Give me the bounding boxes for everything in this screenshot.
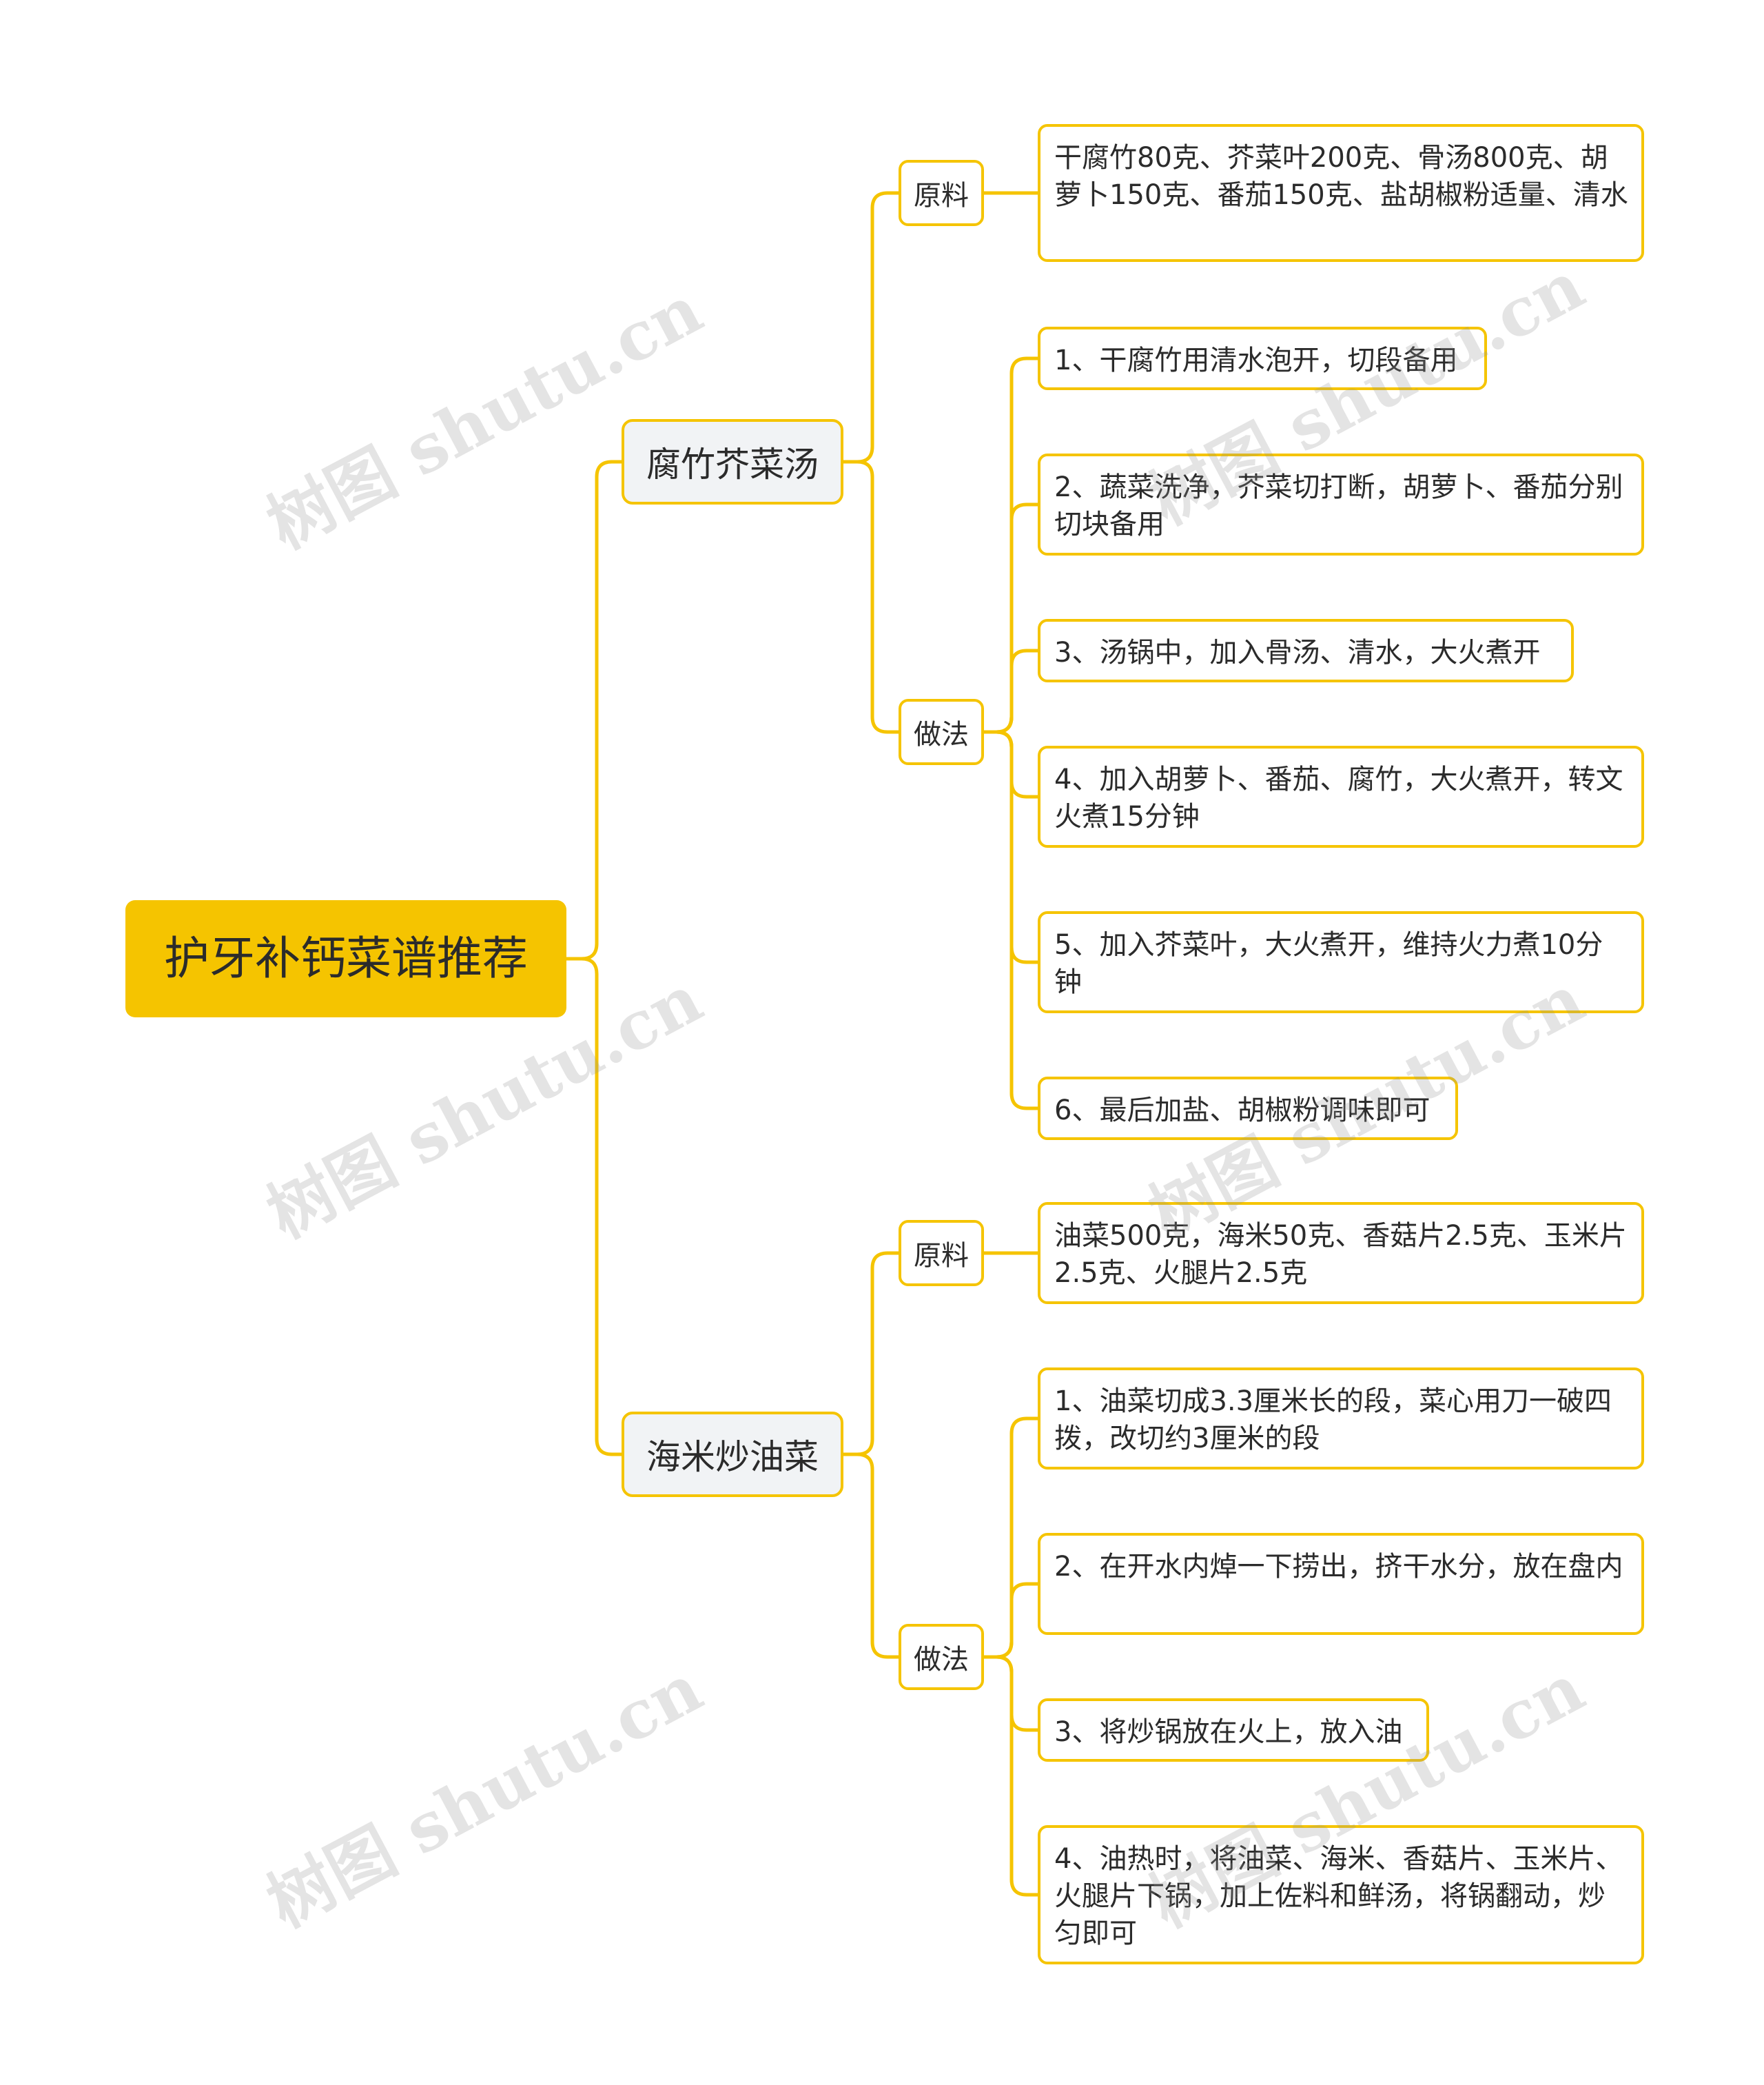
leaf-node[interactable]: 3、将炒锅放在火上，放入油 (1038, 1698, 1429, 1762)
leaf-node[interactable]: 油菜500克，海米50克、香菇片2.5克、玉米片2.5克、火腿片2.5克 (1038, 1202, 1644, 1304)
section-node-method[interactable]: 做法 (899, 1624, 984, 1690)
section-node-ingredients[interactable]: 原料 (899, 160, 984, 226)
connector-branch-section (841, 1452, 901, 1659)
leaf-node[interactable]: 2、在开水内焯一下捞出，挤干水分，放在盘内 (1038, 1533, 1644, 1635)
section-label: 原料 (914, 180, 969, 212)
branch-node-fuzhu-soup[interactable]: 腐竹芥菜汤 (622, 419, 843, 505)
root-label: 护牙补钙菜谱推荐 (164, 932, 528, 986)
section-node-ingredients[interactable]: 原料 (899, 1220, 984, 1286)
connector-root-branch (564, 460, 624, 961)
leaf-node[interactable]: 4、油热时，将油菜、海米、香菇片、玉米片、火腿片下锅，加上佐料和鲜汤，将锅翻动，… (1038, 1825, 1644, 1964)
section-label: 原料 (914, 1240, 969, 1272)
leaf-node[interactable]: 4、加入胡萝卜、番茄、腐竹，大火煮开，转文火煮15分钟 (1038, 746, 1644, 848)
leaf-node[interactable]: 2、蔬菜洗净，芥菜切打断，胡萝卜、番茄分别切块备用 (1038, 454, 1644, 556)
leaf-node[interactable]: 3、汤锅中，加入骨汤、清水，大火煮开 (1038, 619, 1574, 682)
section-label: 做法 (914, 719, 969, 751)
connector-root-branch (564, 957, 624, 1456)
leaf-node[interactable]: 5、加入芥菜叶，大火煮开，维持火力煮10分钟 (1038, 911, 1644, 1013)
branch-label: 海米炒油菜 (646, 1437, 819, 1477)
leaf-node[interactable]: 6、最后加盐、胡椒粉调味即可 (1038, 1077, 1458, 1140)
connector-section-leaf (982, 649, 1040, 734)
section-label: 做法 (914, 1644, 969, 1676)
leaf-node[interactable]: 1、干腐竹用清水泡开，切段备用 (1038, 327, 1487, 390)
branch-node-haimi-youcai[interactable]: 海米炒油菜 (622, 1412, 843, 1497)
connector-branch-section (841, 191, 901, 464)
root-node[interactable]: 护牙补钙菜谱推荐 (125, 900, 566, 1017)
branch-label: 腐竹芥菜汤 (646, 445, 819, 485)
section-node-method[interactable]: 做法 (899, 699, 984, 765)
leaf-node[interactable]: 1、油菜切成3.3厘米长的段，菜心用刀一破四拨，改切约3厘米的段 (1038, 1367, 1644, 1469)
connector-branch-section (841, 1251, 901, 1456)
connector-section-leaf (982, 1655, 1040, 1897)
leaf-node[interactable]: 干腐竹80克、芥菜叶200克、骨汤800克、胡萝卜150克、番茄150克、盐胡椒… (1038, 124, 1644, 262)
connector-section-leaf (982, 730, 1040, 1110)
connector-section-leaf (982, 1582, 1040, 1659)
connector-branch-section (841, 460, 901, 734)
